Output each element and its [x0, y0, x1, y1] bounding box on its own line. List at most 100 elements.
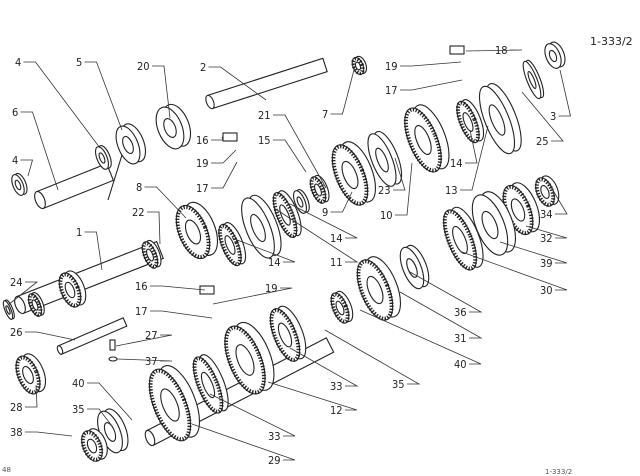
leader-line [87, 382, 133, 421]
callout-label: 22 [132, 206, 145, 219]
synchro-14 [455, 99, 485, 144]
gear-9 [331, 141, 377, 206]
pin-27 [109, 339, 116, 351]
leader-line [273, 139, 307, 173]
leader-line [465, 49, 523, 52]
callout-label: 20 [137, 60, 150, 73]
key-18 [449, 45, 465, 55]
sleeve-body [35, 162, 115, 210]
leader-line [87, 408, 113, 427]
leader-line [267, 381, 358, 411]
leader-line [211, 149, 237, 164]
callout-label: 35 [72, 403, 85, 416]
input-shaft [205, 57, 328, 110]
callout-label: 16 [196, 134, 209, 147]
callout-label: 24 [10, 276, 23, 289]
pinion-38-teeth [80, 430, 104, 462]
bearing-38-bore [103, 422, 117, 442]
ring-15-bore [296, 196, 304, 208]
ring-23 [367, 130, 403, 187]
ring-33-teeth [269, 308, 301, 362]
leader-line [558, 69, 572, 117]
callout-label: 14 [268, 256, 281, 269]
leader-line [273, 114, 327, 189]
footer-reference: 1-333/2 [545, 468, 572, 476]
callout-label: 11 [330, 256, 343, 269]
ring-33b-teeth [192, 356, 224, 414]
gear-29-bore [160, 388, 180, 422]
main-shaft-end [14, 295, 26, 315]
callout-label: 39 [540, 257, 553, 270]
key-16 [222, 132, 238, 142]
leader-line [25, 331, 76, 341]
main-shaft [14, 240, 165, 315]
callout-label: 8 [136, 181, 142, 194]
hub-21-bore [314, 183, 322, 197]
leader-line [460, 125, 489, 191]
callout-label: 37 [145, 355, 158, 368]
gear-30-teeth [442, 209, 478, 271]
circlip-24 [2, 299, 15, 320]
leader-line [393, 157, 406, 191]
leader-line [23, 61, 101, 149]
gear-1a-bore [64, 281, 76, 299]
callout-label: 19 [196, 157, 209, 170]
gear-29-teeth [148, 368, 192, 442]
leader-line [499, 241, 568, 264]
leader-line [289, 347, 359, 387]
gear-12 [224, 321, 275, 395]
circlip-24-bore [5, 305, 11, 315]
callout-label: 19 [265, 282, 278, 295]
gear-28-teeth [15, 355, 41, 395]
leader-line [395, 162, 413, 216]
callout-label: 40 [72, 377, 85, 390]
callout-label: 23 [378, 184, 391, 197]
callout-label: 26 [10, 326, 23, 339]
gear-12-bore [235, 344, 255, 376]
leader-line [20, 111, 59, 191]
leader-line [144, 186, 187, 219]
washer-4b [94, 145, 112, 170]
callout-label: 32 [540, 232, 553, 245]
callout-label: 17 [385, 84, 398, 97]
leader-line [150, 310, 213, 319]
pinion-38 [80, 428, 108, 462]
leader-line [20, 159, 34, 177]
bearing-20-bore [163, 118, 177, 138]
leader-line [324, 329, 421, 385]
leader-line [521, 91, 564, 142]
washer-4a-bore [14, 179, 22, 191]
callout-label: 19 [385, 60, 398, 73]
gear-1b-bore [31, 299, 39, 311]
pin-shaft [56, 317, 128, 355]
washer-4b-bore [98, 152, 106, 164]
collar-5 [115, 123, 147, 165]
gear-1b-teeth [27, 293, 43, 317]
synchro-14-teeth [455, 100, 481, 144]
callout-label: 30 [540, 284, 553, 297]
leader-line [461, 251, 568, 291]
parts-layer [2, 41, 566, 462]
leader-line [115, 334, 173, 347]
bearing-40-teeth [330, 292, 350, 324]
leader-line [273, 207, 359, 263]
key-16b [199, 285, 215, 295]
leader-line [25, 431, 73, 437]
callout-label: 13 [445, 184, 458, 197]
callout-label: 12 [330, 404, 343, 417]
ring-14c-teeth [217, 223, 243, 267]
cap-3-bore [548, 49, 558, 63]
gear-31-teeth [356, 259, 394, 321]
callout-label: 5 [76, 56, 82, 69]
leader-line [191, 423, 296, 461]
bearing-22-teeth [141, 241, 159, 269]
leader-line [84, 231, 103, 271]
cap-3 [544, 41, 566, 69]
pin-shaft-end [56, 345, 64, 355]
callout-label: 14 [330, 232, 343, 245]
callout-label: 33 [330, 380, 343, 393]
callout-label: 7 [322, 108, 328, 121]
leader-line [289, 203, 358, 239]
